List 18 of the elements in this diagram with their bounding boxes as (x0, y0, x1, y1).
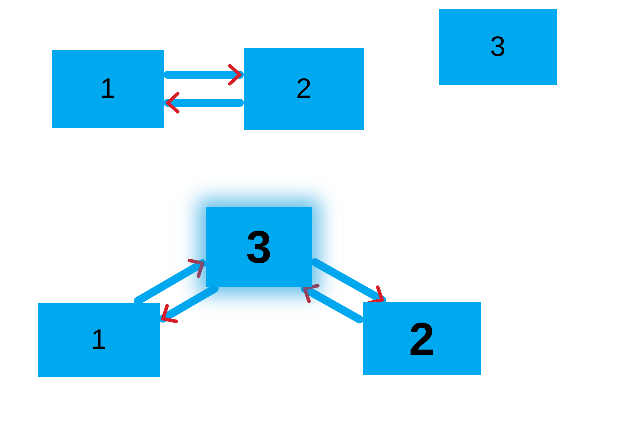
arrow (164, 64, 244, 86)
box-label: 3 (246, 224, 272, 270)
arrow (134, 258, 207, 306)
arrow (164, 92, 244, 114)
arrow (300, 284, 364, 324)
box-label: 2 (409, 316, 435, 362)
process-box (52, 50, 164, 128)
box-label: 2 (296, 75, 312, 103)
box-label: 1 (91, 326, 107, 354)
process-box (38, 303, 160, 377)
process-box (206, 207, 312, 287)
arrow (311, 258, 386, 305)
process-box (244, 48, 364, 130)
arrow (159, 284, 219, 324)
box-label: 3 (490, 33, 506, 61)
process-box (363, 302, 481, 375)
process-box (439, 9, 557, 85)
box-label: 1 (100, 75, 116, 103)
